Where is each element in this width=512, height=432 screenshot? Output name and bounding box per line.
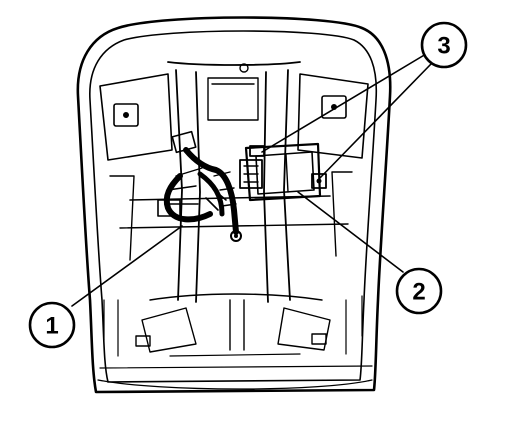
callout-2: 2 (395, 267, 443, 315)
leader-line-3b (317, 63, 432, 181)
leader-lines (71, 53, 432, 307)
callout-1-label: 1 (45, 313, 58, 340)
seat-back-shell (76, 16, 392, 394)
wiring-harness (157, 130, 242, 242)
callout-3: 3 (420, 21, 468, 69)
left-upper-pad (99, 73, 173, 161)
callout-2-label: 2 (412, 279, 425, 306)
leader-line-3a (261, 53, 427, 153)
callout-3-label: 3 (437, 33, 450, 60)
callout-1: 1 (28, 301, 76, 349)
seat-back-frame (103, 61, 363, 357)
leader-line-2 (297, 191, 404, 273)
leader-line-1 (71, 225, 183, 307)
